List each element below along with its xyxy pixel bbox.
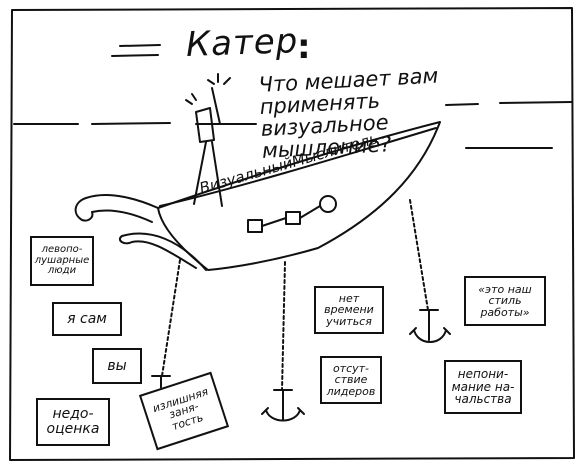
- note-left-brain: левопо- лушарные люди: [30, 236, 94, 286]
- boat-tail: [118, 232, 207, 271]
- chain-icon: [161, 199, 429, 391]
- note-line: учиться: [326, 314, 372, 328]
- note-line: я сам: [67, 310, 107, 327]
- note-line: мание на-: [451, 379, 515, 394]
- note-line: стиль: [488, 294, 522, 308]
- flowchart-icon: [247, 195, 337, 233]
- title-lines: [111, 44, 161, 57]
- note-line: отсут-: [332, 361, 370, 375]
- note-line: оценка: [46, 421, 100, 437]
- horizon-line: [13, 101, 573, 149]
- note-no-leaders: отсут- ствие лидеров: [320, 356, 382, 404]
- note-underestimate: недо- оценка: [36, 398, 110, 446]
- note-line: ствие: [334, 373, 368, 387]
- frame-border: [9, 7, 575, 461]
- note-line: недо-: [52, 406, 94, 423]
- boat-bow: [74, 194, 159, 223]
- note-line: лушарные: [34, 254, 90, 266]
- note-line: чальства: [454, 392, 512, 407]
- note-line: непони-: [457, 367, 509, 382]
- note-line: люди: [47, 265, 77, 277]
- note-our-style: «это наш стиль работы»: [464, 276, 546, 326]
- note-no-time: нет времени учиться: [314, 286, 384, 334]
- boat-deck: [159, 127, 437, 207]
- page-title: Катер: [185, 21, 299, 65]
- note-line: вы: [107, 357, 127, 374]
- note-line: «это наш: [478, 282, 532, 296]
- note-myself: я сам: [52, 302, 122, 336]
- note-you: вы: [92, 348, 142, 384]
- note-line: работы»: [480, 305, 530, 319]
- note-boss: непони- мание на- чальства: [444, 360, 522, 414]
- note-line: нет: [338, 291, 360, 305]
- note-line: лидеров: [326, 384, 376, 398]
- note-line: времени: [324, 303, 374, 317]
- title-colon: :: [297, 27, 311, 67]
- note-line: левопо-: [41, 244, 83, 256]
- person-figure: [185, 73, 231, 207]
